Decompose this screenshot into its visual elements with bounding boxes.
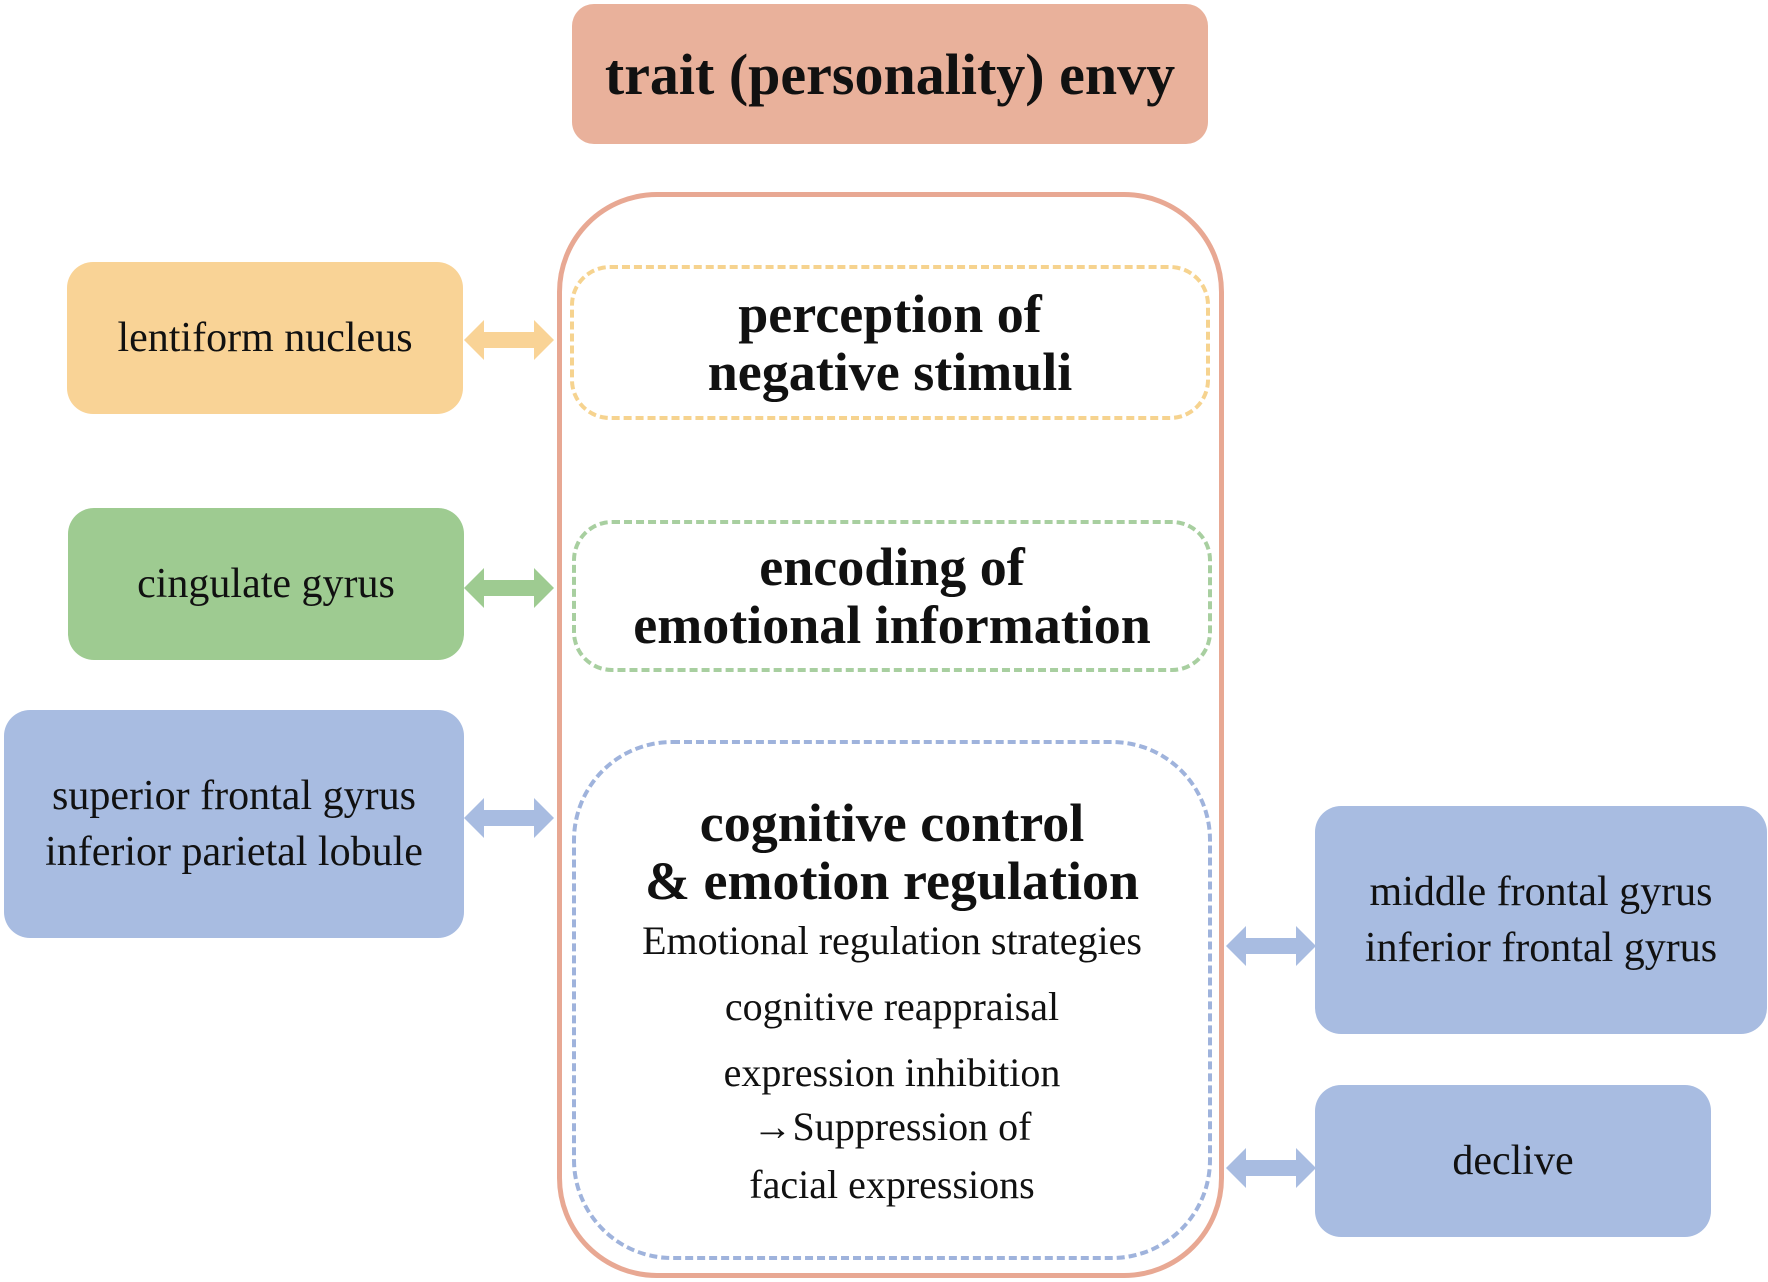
stage-encoding: encoding of emotional information: [572, 520, 1212, 672]
title-box: trait (personality) envy: [572, 4, 1208, 144]
region-ifg-label: inferior frontal gyrus: [1364, 925, 1718, 971]
stage-encoding-line2: emotional information: [633, 595, 1151, 655]
arrow-control-declive: [1226, 1148, 1316, 1188]
region-declive-label: declive: [1452, 1138, 1574, 1184]
stage-control-line2: & emotion regulation: [645, 851, 1139, 911]
control-detail-facial: facial expressions: [749, 1162, 1035, 1207]
region-lentiform-label: lentiform nucleus: [117, 315, 413, 361]
region-ipl-label: inferior parietal lobule: [45, 829, 423, 875]
control-detail-reappraisal: cognitive reappraisal: [724, 984, 1060, 1029]
region-superior-frontal-inferior-parietal: superior frontal gyrus inferior parietal…: [4, 710, 464, 938]
arrow-cingulate-encoding: [464, 568, 554, 608]
region-cingulate-gyrus: cingulate gyrus: [68, 508, 464, 660]
region-declive: declive: [1315, 1085, 1711, 1237]
stage-control: cognitive control & emotion regulation E…: [572, 740, 1212, 1260]
stage-encoding-line1: encoding of: [759, 537, 1025, 597]
control-detail-inhibition: expression inhibition: [723, 1050, 1061, 1095]
process-frame: [557, 192, 1224, 1278]
stage-perception-line2: negative stimuli: [707, 341, 1073, 402]
arrow-sfg-control: [464, 798, 554, 838]
arrow-control-mfg: [1226, 926, 1316, 966]
region-mfg-label: middle frontal gyrus: [1369, 869, 1713, 915]
diagram-title: trait (personality) envy: [604, 41, 1176, 107]
region-lentiform-nucleus: lentiform nucleus: [67, 262, 463, 414]
control-detail-suppression: →Suppression of: [752, 1104, 1032, 1149]
stage-perception-line1: perception of: [738, 283, 1042, 344]
region-cingulate-label: cingulate gyrus: [137, 561, 395, 607]
stage-perception: perception of negative stimuli: [570, 265, 1210, 420]
stage-control-line1: cognitive control: [699, 793, 1085, 853]
region-sfg-label: superior frontal gyrus: [52, 773, 416, 819]
arrow-lentiform-perception: [464, 320, 554, 360]
control-detail-strategies: Emotional regulation strategies: [642, 918, 1142, 963]
region-middle-inferior-frontal: middle frontal gyrus inferior frontal gy…: [1315, 806, 1767, 1034]
